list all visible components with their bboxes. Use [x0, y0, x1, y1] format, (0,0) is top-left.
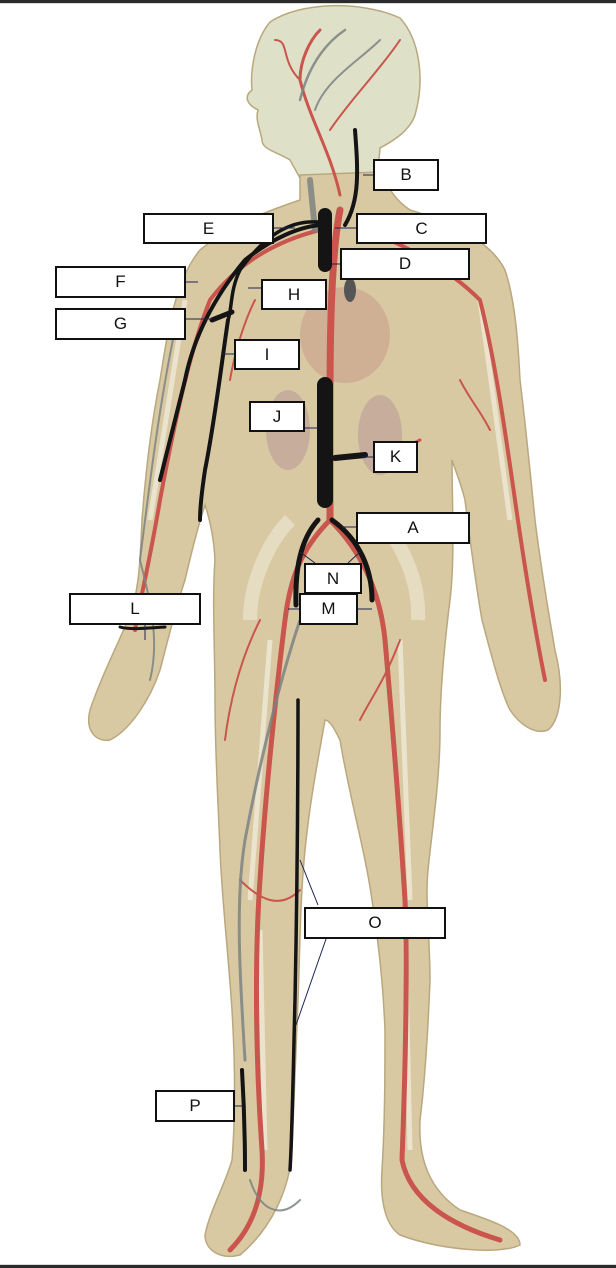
label-text-d: D	[398, 254, 412, 273]
label-text-p: P	[189, 1096, 201, 1115]
great-saphenous-vein	[288, 698, 300, 1172]
cephalic-vein	[158, 223, 327, 482]
basilic-vein	[198, 318, 230, 522]
label-box-k[interactable]: K	[373, 441, 418, 473]
label-box-e[interactable]: E	[143, 213, 274, 244]
label-box-g[interactable]: G	[55, 308, 186, 340]
right-common-iliac-vein	[293, 517, 321, 608]
label-box-n[interactable]: N	[304, 563, 362, 594]
label-text-e: E	[202, 218, 215, 238]
label-box-c[interactable]: C	[356, 213, 487, 244]
label-text-m: M	[321, 599, 336, 618]
label-box-p[interactable]: P	[155, 1090, 235, 1122]
brachial-vein-junction	[209, 309, 235, 323]
label-text-c: C	[415, 218, 428, 238]
pulmonary-vessel	[344, 278, 356, 302]
left-common-iliac-vein	[329, 517, 375, 603]
label-box-o[interactable]: O	[304, 907, 446, 939]
label-text-i: I	[264, 344, 270, 364]
palmar-venous-arch	[118, 625, 167, 631]
top-border-highlight	[0, 3, 616, 4]
label-box-m[interactable]: M	[299, 593, 358, 625]
label-text-a: A	[407, 518, 419, 537]
label-box-a[interactable]: A	[356, 512, 470, 544]
label-text-n: N	[326, 568, 340, 588]
label-text-o: O	[368, 913, 382, 932]
label-box-h[interactable]: H	[261, 279, 327, 310]
label-box-l[interactable]: L	[69, 593, 201, 625]
renal-vein	[332, 452, 368, 461]
label-text-j: J	[272, 406, 282, 426]
label-box-f[interactable]: F	[55, 266, 186, 298]
leader-lines	[144, 174, 373, 1107]
label-text-b: B	[400, 165, 412, 184]
bottom-border	[0, 1265, 616, 1268]
label-box-b[interactable]: B	[373, 159, 439, 191]
label-text-l: L	[130, 599, 140, 618]
label-box-i[interactable]: I	[234, 339, 300, 370]
subclavian-axillary-vein	[226, 220, 320, 322]
label-box-j[interactable]: J	[249, 401, 305, 432]
internal-jugular-vein	[343, 128, 360, 227]
bottom-border-highlight	[0, 1264, 616, 1265]
body-silhouette	[88, 5, 562, 1257]
label-text-h: H	[287, 284, 301, 304]
label-box-d[interactable]: D	[340, 248, 470, 280]
top-border	[0, 0, 616, 3]
label-text-f: F	[115, 272, 126, 291]
heart	[300, 287, 390, 383]
small-saphenous-vein	[240, 1068, 247, 1172]
label-text-k: K	[389, 447, 402, 466]
highlighted-veins	[118, 128, 375, 1172]
label-text-g: G	[113, 314, 128, 333]
